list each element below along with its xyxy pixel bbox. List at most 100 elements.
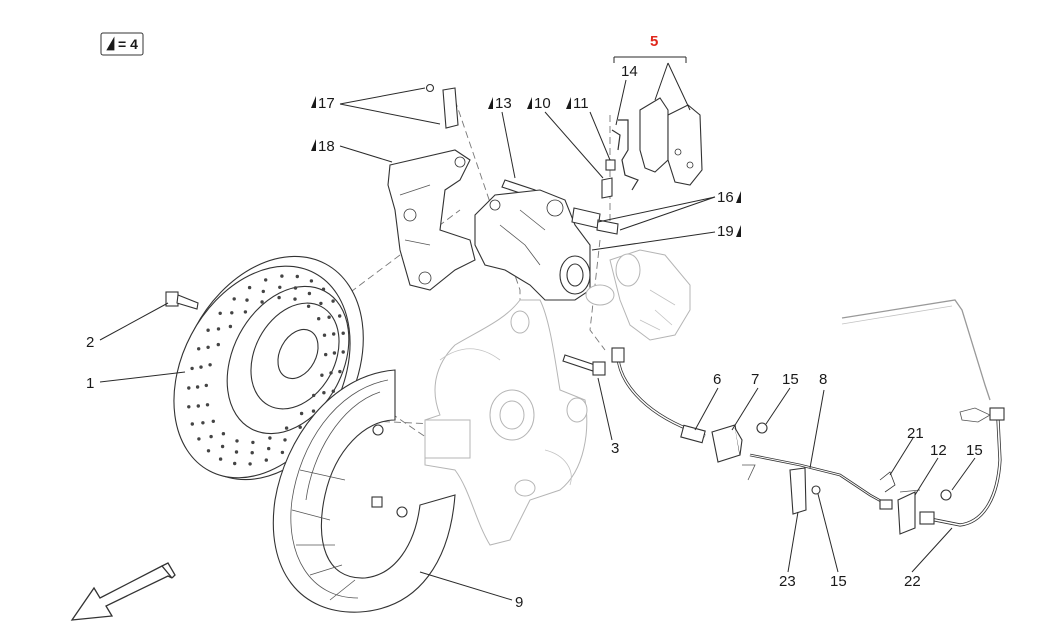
disc-hole <box>206 328 210 332</box>
bracket-bolt-rear <box>940 489 952 501</box>
pipe-clip <box>789 467 821 515</box>
brake-pipe <box>749 453 893 510</box>
disc-hole <box>338 314 342 318</box>
disc-hole <box>230 311 234 315</box>
disc-hole <box>277 295 281 300</box>
callout-15-lower: 15 <box>830 573 847 590</box>
svg-text:10: 10 <box>534 95 551 112</box>
disc-hole <box>248 462 252 466</box>
legend-text: = 4 <box>118 36 138 52</box>
callout-19: 19 <box>717 223 741 240</box>
disc-hole <box>228 324 233 329</box>
disc-hole <box>319 301 323 306</box>
disc-hole <box>261 289 265 294</box>
disc-hole <box>295 274 299 279</box>
disc-hole <box>309 279 314 283</box>
arrow-front-icon <box>70 562 176 621</box>
brake-hose <box>611 347 706 444</box>
disc-hole <box>293 297 297 301</box>
disc-hole <box>209 434 213 439</box>
disc-hole <box>190 366 194 371</box>
disc-hole <box>251 440 255 445</box>
callout-18: 18 <box>311 138 335 155</box>
torque-wrench-icon <box>311 96 316 108</box>
callout-1: 1 <box>86 375 94 392</box>
caliper-body <box>474 189 591 301</box>
bleed-screw <box>601 177 613 199</box>
svg-text:17: 17 <box>318 95 335 112</box>
retaining-clip <box>425 83 459 129</box>
carrier-bolt <box>562 354 606 376</box>
disc-hole <box>232 297 236 301</box>
callout-labels: 1 2 3 6 7 8 9 10 11 12 13 14 15 15 15 16… <box>86 33 983 611</box>
disc-hole <box>341 350 345 354</box>
callout-3: 3 <box>611 440 619 457</box>
disc-hole <box>199 365 203 369</box>
torque-wrench-icon <box>106 36 115 51</box>
svg-text:19: 19 <box>717 223 734 240</box>
caliper-bracket <box>387 149 476 291</box>
disc-hole <box>218 311 222 315</box>
anti-rattle-spring <box>611 119 639 191</box>
disc-hole <box>311 409 316 413</box>
disc-hole <box>234 450 239 454</box>
disc-hole <box>201 421 205 425</box>
svg-text:13: 13 <box>495 95 512 112</box>
disc-hole <box>338 369 342 374</box>
disc-hole <box>233 461 237 466</box>
disc-hole <box>332 351 337 355</box>
disc-hole <box>331 389 335 393</box>
disc-hole <box>245 298 249 302</box>
callout-2: 2 <box>86 334 94 351</box>
callout-6: 6 <box>713 371 721 388</box>
guide-bushes <box>571 207 619 235</box>
disc-hole <box>204 383 208 388</box>
hose-clip <box>879 471 896 493</box>
disc-hole <box>320 373 324 377</box>
disc-hole <box>293 286 298 290</box>
callout-15-upper: 15 <box>782 371 799 388</box>
leader-lines <box>99 56 976 601</box>
disc-drill-holes <box>187 274 345 466</box>
brake-disc <box>173 255 364 481</box>
callout-9: 9 <box>515 594 523 611</box>
disc-hole <box>216 327 221 331</box>
disc-hole <box>260 300 264 304</box>
torque-wrench-icon <box>527 97 532 109</box>
disc-hole <box>235 439 239 443</box>
bracket-bolt-upper <box>756 422 768 434</box>
callout-16: 16 <box>717 189 741 206</box>
torque-wrench-icon <box>566 97 571 109</box>
group-label-pads: 5 <box>650 33 658 50</box>
disc-hole <box>321 287 326 291</box>
disc-hole <box>280 274 284 278</box>
disc-hole <box>307 291 312 296</box>
callout-17: 17 <box>311 95 335 112</box>
disc-hole <box>196 404 200 408</box>
callout-13: 13 <box>488 95 512 112</box>
disc-hole <box>243 310 248 314</box>
disc-hole <box>327 315 331 319</box>
disc-hole <box>284 426 289 430</box>
flexible-hose <box>919 407 1005 527</box>
disc-hole <box>190 422 194 426</box>
disc-hole <box>306 304 311 308</box>
disc-hole <box>280 450 285 455</box>
disc-hole <box>187 386 191 390</box>
callout-22: 22 <box>904 573 921 590</box>
hose-bracket-rear <box>897 489 921 535</box>
disc-hole <box>220 444 225 449</box>
bleed-cap <box>605 159 616 171</box>
callout-15-right: 15 <box>966 442 983 459</box>
disc-hole <box>324 352 328 357</box>
brake-pads <box>639 97 703 186</box>
disc-hole <box>317 317 321 321</box>
callout-10: 10 <box>527 95 551 112</box>
disc-hole <box>216 342 220 347</box>
disc-hole <box>195 385 200 389</box>
disc-hole <box>331 299 335 303</box>
disc-hole <box>299 411 304 416</box>
torque-wrench-icon <box>311 139 316 151</box>
disc-hole <box>329 371 333 375</box>
